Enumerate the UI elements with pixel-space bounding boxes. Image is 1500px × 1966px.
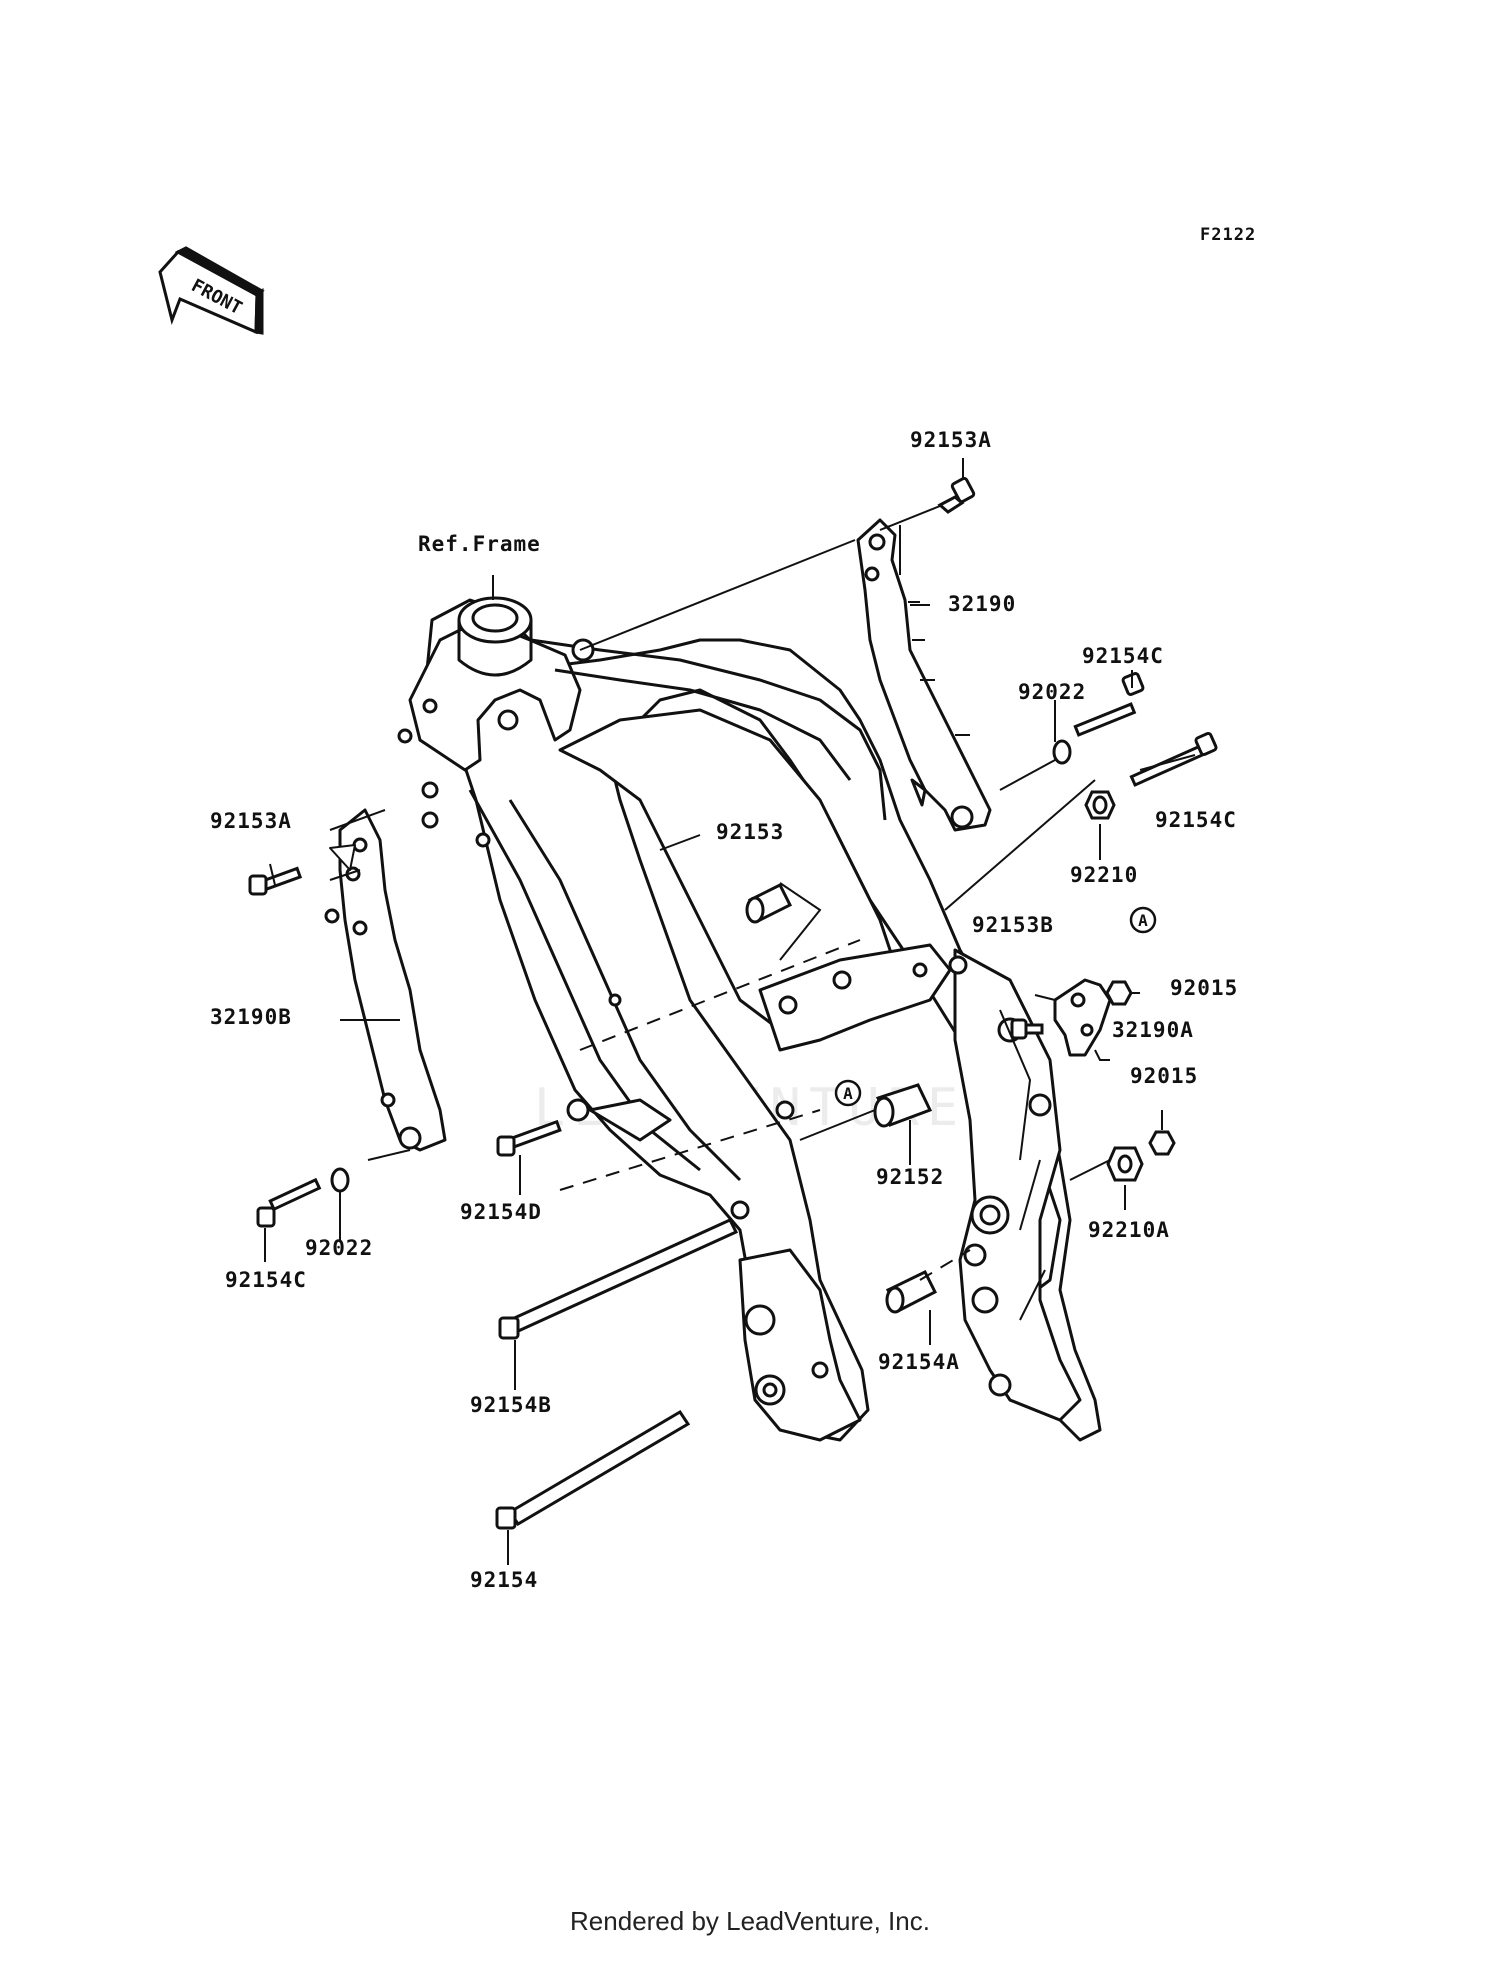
part-label[interactable]: 92154C: [1155, 808, 1237, 832]
reference-marker-a-2: A: [834, 1079, 862, 1107]
part-label[interactable]: 92152: [876, 1165, 945, 1189]
frame-body: [397, 596, 1102, 1442]
bracket-32190a: [1053, 978, 1112, 1057]
engine-hanger-32190: [856, 518, 992, 832]
part-label[interactable]: 92015: [1170, 976, 1239, 1000]
part-label[interactable]: 92154C: [225, 1268, 307, 1292]
part-label[interactable]: 92154C: [1082, 644, 1164, 668]
part-label[interactable]: 92153B: [972, 913, 1054, 937]
part-label[interactable]: 92153: [716, 820, 785, 844]
part-label[interactable]: 92153A: [910, 428, 992, 452]
part-label[interactable]: 32190A: [1112, 1018, 1194, 1042]
leader-lines: [264, 458, 1196, 1565]
engine-hanger-32190b: [324, 808, 447, 1152]
diagram-code: F2122: [1200, 225, 1257, 245]
part-label[interactable]: 92153A: [210, 809, 292, 833]
part-label[interactable]: 92022: [305, 1236, 374, 1260]
part-label[interactable]: 32190B: [210, 1005, 292, 1029]
front-arrow-icon: [158, 246, 265, 335]
part-label[interactable]: 92210A: [1088, 1218, 1170, 1242]
ref-frame-label: Ref.Frame: [418, 532, 541, 556]
footer-credit: Rendered by LeadVenture, Inc.: [570, 1906, 930, 1936]
fasteners: [248, 476, 1218, 1530]
part-label[interactable]: 32190: [948, 592, 1017, 616]
part-label[interactable]: 92154: [470, 1568, 539, 1592]
part-label[interactable]: 92154B: [470, 1393, 552, 1417]
part-label[interactable]: 92210: [1070, 863, 1139, 887]
svg-text:A: A: [1138, 911, 1148, 930]
part-label[interactable]: 92022: [1018, 680, 1087, 704]
part-label[interactable]: 92154A: [878, 1350, 960, 1374]
part-label[interactable]: 92015: [1130, 1064, 1199, 1088]
svg-text:A: A: [843, 1084, 853, 1103]
part-label[interactable]: 92154D: [460, 1200, 542, 1224]
reference-marker-a-1: A: [1129, 906, 1157, 934]
